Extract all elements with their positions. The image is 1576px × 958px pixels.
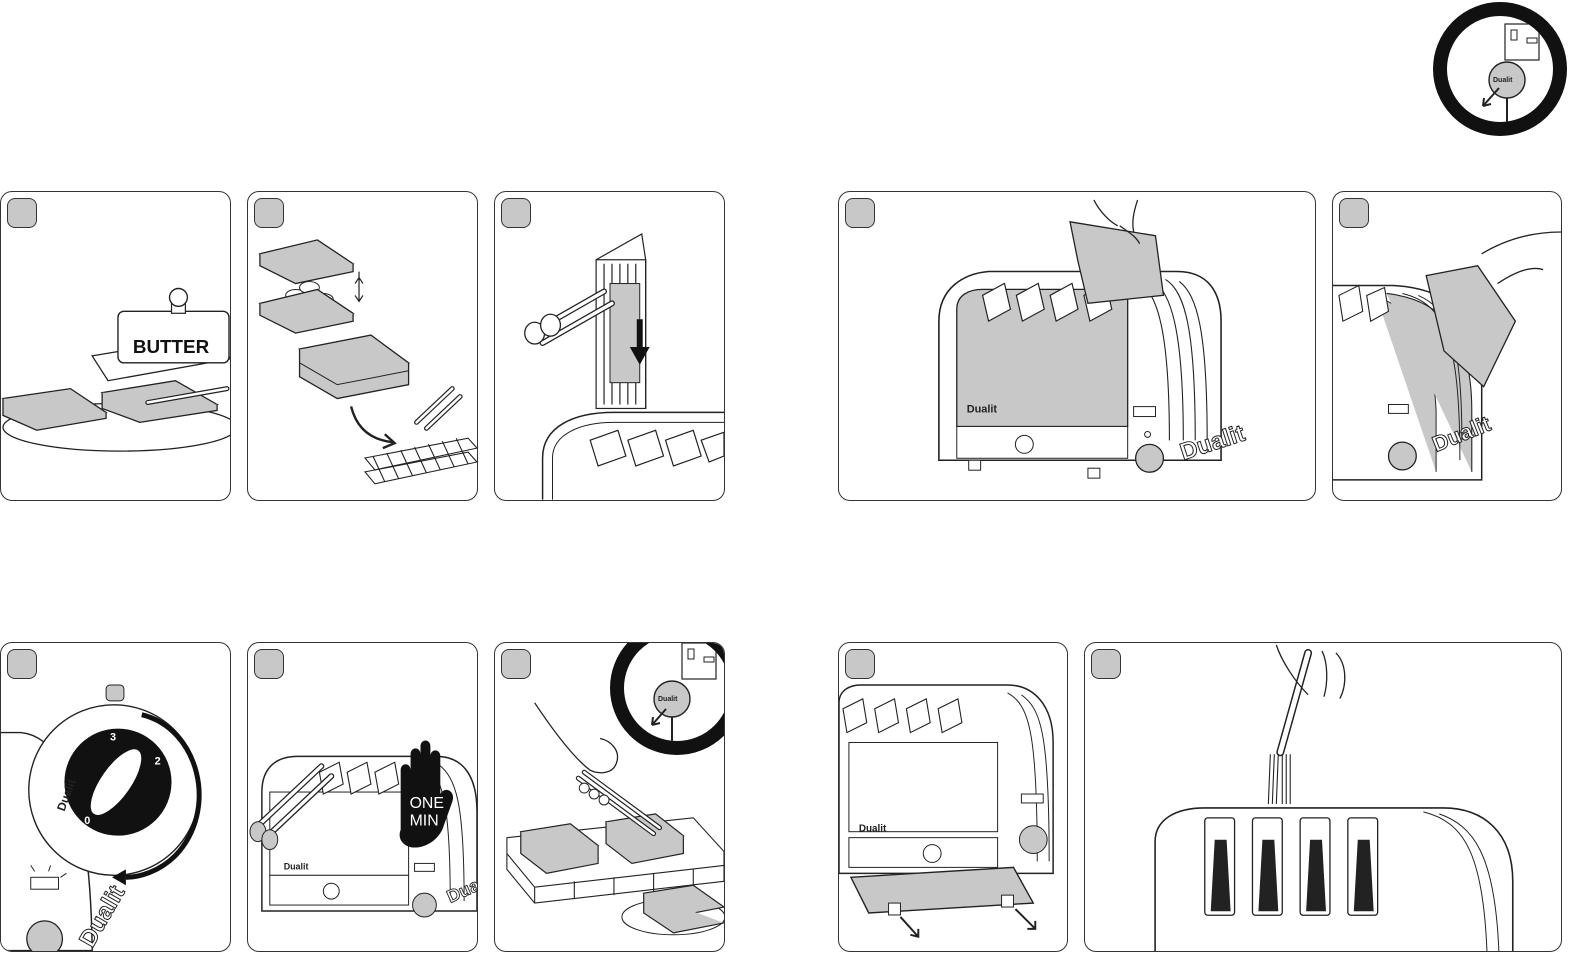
one-minute-line2: MIN: [410, 813, 439, 830]
wipe-toaster-illustration: Dualit Dualit: [938, 199, 1249, 479]
unplug-plug-icon: Dualit: [651, 643, 717, 741]
step-number-badge: [254, 649, 284, 679]
toaster-brand-front: Dualit: [967, 404, 998, 416]
remove-sandwiches-illustration: [506, 702, 724, 936]
hand-stop-icon: [399, 740, 454, 848]
step-number-badge: [1091, 649, 1121, 679]
insert-cage-illustration: [524, 233, 724, 500]
butter-bread-illustration: BUTTER: [1, 287, 230, 452]
wipe-side-illustration: Dualit: [1333, 231, 1561, 481]
panel-crumb-tray: Dualit: [838, 642, 1068, 952]
step-number-badge: [1339, 198, 1369, 228]
step-number-badge: [7, 198, 37, 228]
panel-brush-slots: [1084, 642, 1562, 952]
panel-one-minute: Dualit Dualit ONE MIN: [247, 642, 478, 952]
dial-mark-0: 0: [84, 815, 90, 827]
panel-insert-cage: [494, 191, 725, 501]
panel-sandwich-assembly: [247, 191, 478, 501]
plug-brand: Dualit: [658, 696, 678, 703]
dial-mark-2: 2: [155, 755, 161, 767]
panel-set-dial: 3 2 0 Dualit Dualit: [0, 642, 231, 952]
sandwich-assembly-illustration: [258, 239, 477, 485]
step-number-badge: [254, 198, 284, 228]
dial-mark-3: 3: [110, 731, 116, 743]
panel-wipe-toaster: Dualit Dualit: [838, 191, 1316, 501]
unplug-plug-icon: Dualit: [1482, 23, 1540, 122]
unplug-reminder-ring: Dualit: [610, 643, 724, 755]
toaster-brand-front: Dualit: [284, 861, 309, 871]
step-number-badge: [845, 649, 875, 679]
step-number-badge: [845, 198, 875, 228]
toasting-toaster-illustration: Dualit Dualit ONE MIN: [249, 740, 477, 918]
step-number-badge: [501, 649, 531, 679]
one-minute-line1: ONE: [410, 795, 444, 812]
brush-slots-illustration: [1154, 644, 1514, 951]
crumb-tray-illustration: Dualit: [839, 684, 1054, 939]
panel-wipe-side: Dualit: [1332, 191, 1562, 501]
panel-remove-sandwiches: Dualit: [494, 642, 725, 952]
step-number-badge: [7, 649, 37, 679]
plug-brand: Dualit: [1493, 77, 1513, 84]
unplug-reminder-ring: Dualit: [1433, 2, 1567, 136]
dial-closeup-illustration: 3 2 0 Dualit Dualit: [1, 684, 202, 951]
toaster-brand-front: Dualit: [859, 824, 887, 835]
butter-dish-label: BUTTER: [133, 336, 210, 357]
step-number-badge: [501, 198, 531, 228]
panel-butter-bread: BUTTER: [0, 191, 231, 501]
